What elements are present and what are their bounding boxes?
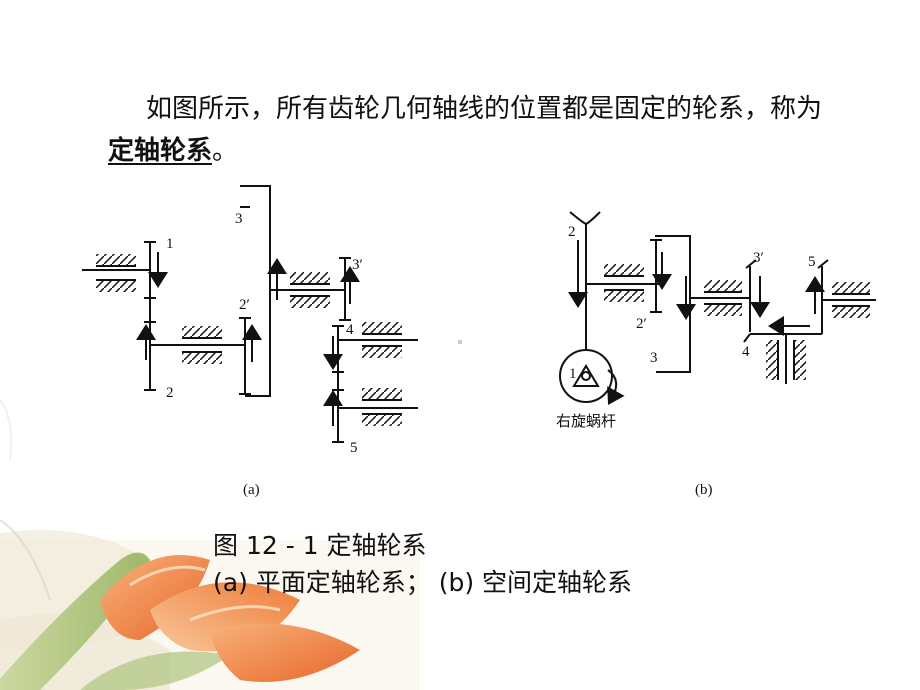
intro-end: 。 (212, 136, 239, 166)
label-b-gear-2: 2 (568, 224, 576, 240)
label-a-gear-1: 1 (166, 236, 174, 252)
label-a-gear-5: 5 (350, 440, 358, 456)
label-a-gear-3prime: 3′ (352, 257, 363, 273)
intro-text: 如图所示，所有齿轮几何轴线的位置都是固定的轮系，称为 (146, 94, 823, 124)
intro-paragraph: 如图所示，所有齿轮几何轴线的位置都是固定的轮系，称为定轴轮系。 (108, 88, 848, 172)
label-b-gear-3prime: 3′ (753, 250, 764, 266)
label-b-gear-3: 3 (650, 350, 658, 366)
label-b-gear-4: 4 (742, 344, 750, 360)
caption-a: (a) (243, 482, 260, 498)
label-a-gear-2: 2 (166, 385, 174, 401)
label-a-gear-2prime: 2′ (239, 297, 250, 313)
center-dot (458, 340, 462, 344)
figure-subtitle: (a) 平面定轴轮系； (b) 空间定轴轮系 (213, 568, 633, 597)
figure-title: 图 12 - 1 定轴轮系 (213, 531, 427, 560)
label-b-gear-2prime: 2′ (636, 316, 647, 332)
worm-caption: 右旋蜗杆 (556, 412, 616, 430)
diagram-a (82, 185, 418, 443)
label-a-gear-4: 4 (346, 322, 354, 338)
label-a-gear-3: 3 (235, 211, 243, 227)
label-b-gear-5: 5 (808, 254, 816, 270)
diagram-b (559, 211, 876, 405)
label-b-worm-1: 1 (569, 366, 577, 382)
key-term: 定轴轮系 (108, 136, 213, 166)
caption-b: (b) (695, 482, 713, 498)
